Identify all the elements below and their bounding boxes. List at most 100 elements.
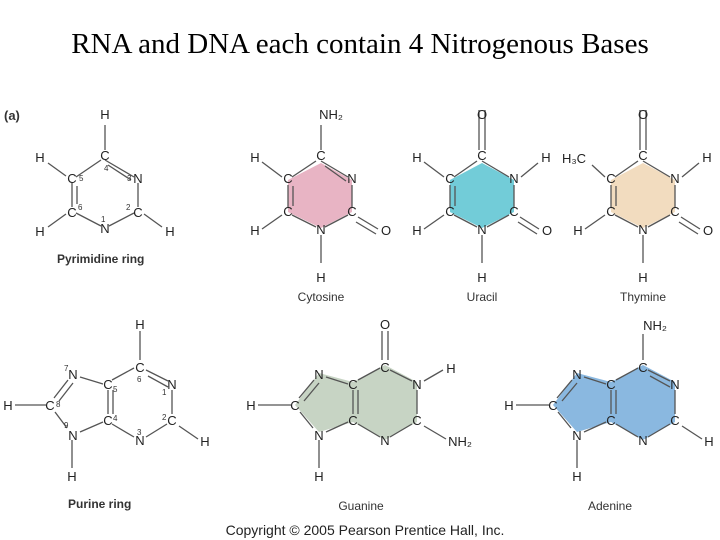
atom-n: N bbox=[638, 433, 647, 448]
guanine-five-ring-fill bbox=[295, 373, 353, 432]
copyright-notice: Copyright © 2005 Pearson Prentice Hall, … bbox=[226, 522, 505, 538]
purine-ring-structure bbox=[15, 331, 199, 468]
atom-c: C bbox=[670, 204, 679, 219]
atom-c4: C bbox=[103, 413, 112, 428]
atom-h: H bbox=[638, 270, 647, 285]
atom-h: H bbox=[541, 150, 550, 165]
atom-n: N bbox=[347, 171, 356, 186]
ring-number-2: 2 bbox=[162, 413, 167, 422]
atom-h: H bbox=[573, 223, 582, 238]
atom-c: C bbox=[348, 413, 357, 428]
atom-h: H bbox=[246, 398, 255, 413]
atom-c: C bbox=[606, 171, 615, 186]
atom-c6: C bbox=[135, 360, 144, 375]
atom-o: O bbox=[477, 107, 487, 122]
thymine-caption: Thymine bbox=[620, 290, 666, 304]
pyrimidine-ring-structure bbox=[47, 125, 163, 228]
atom-n: N bbox=[477, 222, 486, 237]
slide-title: RNA and DNA each contain 4 Nitrogenous B… bbox=[71, 28, 649, 60]
atom-n: N bbox=[314, 367, 323, 382]
atom-h: H bbox=[412, 223, 421, 238]
atom-h: H bbox=[165, 224, 174, 239]
atom-o: O bbox=[381, 223, 391, 238]
atom-h: H bbox=[250, 223, 259, 238]
ring-number-3: 3 bbox=[127, 174, 132, 183]
atom-o: O bbox=[542, 223, 552, 238]
atom-c: C bbox=[283, 204, 292, 219]
atom-o: O bbox=[380, 317, 390, 332]
ring-number-5: 5 bbox=[113, 385, 118, 394]
atom-n7: N bbox=[68, 367, 77, 382]
atom-n: N bbox=[670, 171, 679, 186]
atom-n: N bbox=[380, 433, 389, 448]
adenine-structure bbox=[516, 334, 703, 468]
atom-c: C bbox=[670, 413, 679, 428]
atom-c: C bbox=[445, 204, 454, 219]
atom-n9: N bbox=[68, 428, 77, 443]
ring-number-8: 8 bbox=[56, 400, 61, 409]
atom-c: C bbox=[509, 204, 518, 219]
atom-n: N bbox=[412, 377, 421, 392]
atom-h: H bbox=[316, 270, 325, 285]
atom-h: H bbox=[135, 317, 144, 332]
atom-c: C bbox=[638, 148, 647, 163]
atom-n3: N bbox=[135, 433, 144, 448]
atom-h: H bbox=[412, 150, 421, 165]
atom-c: C bbox=[380, 360, 389, 375]
ring-number-2: 2 bbox=[126, 203, 131, 212]
ring-number-5: 5 bbox=[79, 174, 84, 183]
atom-c: C bbox=[283, 171, 292, 186]
atom-c: C bbox=[316, 148, 325, 163]
atom-c8: C bbox=[45, 398, 54, 413]
uracil-structure bbox=[423, 110, 540, 263]
panel-label: (a) bbox=[4, 108, 20, 123]
cytosine-structure bbox=[261, 125, 379, 263]
atom-c: C bbox=[290, 398, 299, 413]
atom-n: N bbox=[316, 222, 325, 237]
atom-h: H bbox=[250, 150, 259, 165]
atom-nh2: NH₂ bbox=[448, 434, 472, 449]
atom-n: N bbox=[638, 222, 647, 237]
atom-c: C bbox=[606, 204, 615, 219]
atom-h: H bbox=[67, 469, 76, 484]
ring-number-4: 4 bbox=[104, 164, 109, 173]
atom-h: H bbox=[704, 434, 713, 449]
atom-c: C bbox=[606, 413, 615, 428]
atom-h: H bbox=[504, 398, 513, 413]
atom-c6: C bbox=[67, 205, 76, 220]
guanine-caption: Guanine bbox=[338, 499, 384, 513]
ring-number-9: 9 bbox=[64, 421, 69, 430]
atom-h: H bbox=[200, 434, 209, 449]
atom-c: C bbox=[638, 360, 647, 375]
atom-n1: N bbox=[167, 377, 176, 392]
thymine-structure bbox=[584, 110, 701, 263]
atom-nh2: NH₂ bbox=[643, 318, 667, 333]
atom-h: H bbox=[477, 270, 486, 285]
atom-c2: C bbox=[133, 205, 142, 220]
atom-h: H bbox=[446, 361, 455, 376]
atom-n: N bbox=[572, 428, 581, 443]
atom-c: C bbox=[606, 377, 615, 392]
adenine-six-ring-fill bbox=[611, 365, 675, 440]
atom-c5: C bbox=[103, 377, 112, 392]
atom-n3: N bbox=[133, 171, 142, 186]
uracil-ring-fill bbox=[450, 163, 514, 228]
atom-c: C bbox=[412, 413, 421, 428]
adenine-caption: Adenine bbox=[588, 499, 632, 513]
pyrimidine-ring-caption: Pyrimidine ring bbox=[57, 252, 144, 266]
guanine-structure bbox=[258, 331, 447, 468]
atom-h3c: H₃C bbox=[562, 151, 586, 166]
atom-c: C bbox=[548, 398, 557, 413]
atom-h: H bbox=[35, 150, 44, 165]
atom-h: H bbox=[35, 224, 44, 239]
ring-number-6: 6 bbox=[137, 375, 142, 384]
atom-n: N bbox=[670, 377, 679, 392]
atom-h: H bbox=[702, 150, 711, 165]
atom-c: C bbox=[348, 377, 357, 392]
cytosine-caption: Cytosine bbox=[298, 290, 345, 304]
purine-ring-caption: Purine ring bbox=[68, 497, 131, 511]
uracil-caption: Uracil bbox=[467, 290, 498, 304]
atom-c4: C bbox=[100, 148, 109, 163]
atom-o: O bbox=[703, 223, 713, 238]
